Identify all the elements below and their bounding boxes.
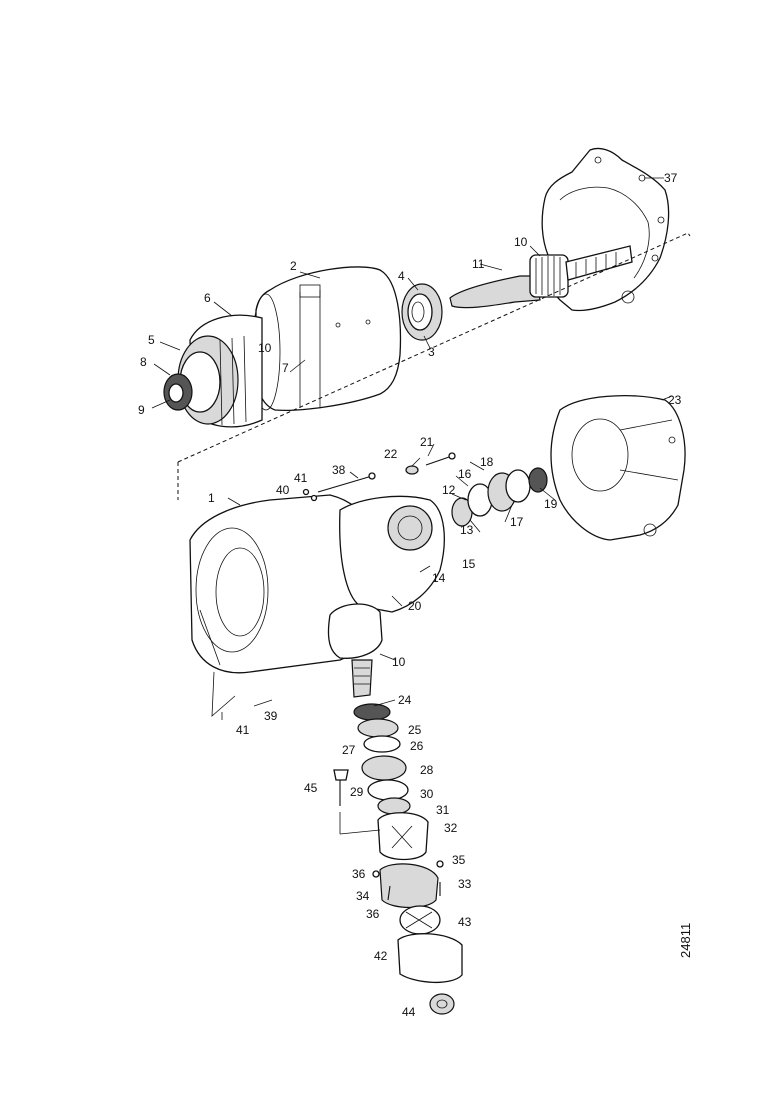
- callout-32: 32: [444, 821, 458, 835]
- callout-40: 40: [276, 483, 290, 497]
- callout-4: 4: [398, 269, 405, 283]
- callout-15: 15: [462, 557, 476, 571]
- coupling-part: [333, 769, 463, 1015]
- figure-number: 24811: [678, 923, 693, 958]
- planetary-gear-part: [163, 314, 263, 428]
- callout-10b: 10: [258, 341, 272, 355]
- callout-33: 33: [458, 877, 472, 891]
- callout-43: 43: [458, 915, 472, 929]
- callout-6: 6: [204, 291, 211, 305]
- callout-2: 2: [290, 259, 297, 273]
- callout-8: 8: [140, 355, 147, 369]
- callout-25: 25: [408, 723, 422, 737]
- callout-37: 37: [664, 171, 678, 185]
- callout-38: 38: [332, 463, 346, 477]
- bolts-part: [302, 452, 456, 502]
- callout-39: 39: [264, 709, 278, 723]
- callout-3: 3: [428, 345, 435, 359]
- callout-5: 5: [148, 333, 155, 347]
- leader-lines: [151, 177, 673, 835]
- callout-41b: 41: [236, 723, 250, 737]
- callout-10a: 10: [514, 235, 528, 249]
- callout-19: 19: [544, 497, 558, 511]
- callout-17: 17: [510, 515, 524, 529]
- callout-26: 26: [410, 739, 424, 753]
- gear-stack-part: [353, 703, 429, 861]
- callout-20: 20: [408, 599, 422, 613]
- rear-housing-part: [550, 395, 686, 541]
- callout-21: 21: [420, 435, 434, 449]
- callout-28: 28: [420, 763, 434, 777]
- callout-31: 31: [436, 803, 450, 817]
- callout-11: 11: [472, 257, 485, 271]
- intermediate-housing-part: [339, 495, 445, 613]
- callout-34: 34: [356, 889, 370, 903]
- callout-41a: 41: [294, 471, 308, 485]
- callout-24: 24: [398, 693, 412, 707]
- bracket-line: [177, 232, 691, 500]
- callout-29: 29: [350, 785, 364, 799]
- pinion-shaft-part: [327, 603, 383, 698]
- callout-14: 14: [432, 571, 446, 585]
- callout-7: 7: [282, 361, 289, 375]
- output-shaft-part: [449, 245, 633, 309]
- callout-labels: 37 10 11 2 4 6 3 5 10 7 8 9 23 21 22 18 …: [138, 171, 682, 1019]
- callout-13: 13: [460, 523, 474, 537]
- callout-16: 16: [458, 467, 472, 481]
- callout-23: 23: [668, 393, 682, 407]
- callout-18: 18: [480, 455, 494, 469]
- callout-36a: 36: [352, 867, 366, 881]
- callout-36b: 36: [366, 907, 380, 921]
- drum-housing-part: [251, 266, 402, 411]
- bearing-part: [401, 283, 443, 341]
- callout-10c: 10: [392, 655, 406, 669]
- callout-1: 1: [208, 491, 215, 505]
- callout-35: 35: [452, 853, 466, 867]
- callout-44: 44: [402, 1005, 416, 1019]
- callout-22: 22: [384, 447, 398, 461]
- callout-27: 27: [342, 743, 356, 757]
- callout-12: 12: [442, 483, 456, 497]
- callout-45: 45: [304, 781, 318, 795]
- callout-42: 42: [374, 949, 388, 963]
- callout-30: 30: [420, 787, 434, 801]
- callout-9: 9: [138, 403, 145, 417]
- bearing-stack-part: [451, 467, 548, 527]
